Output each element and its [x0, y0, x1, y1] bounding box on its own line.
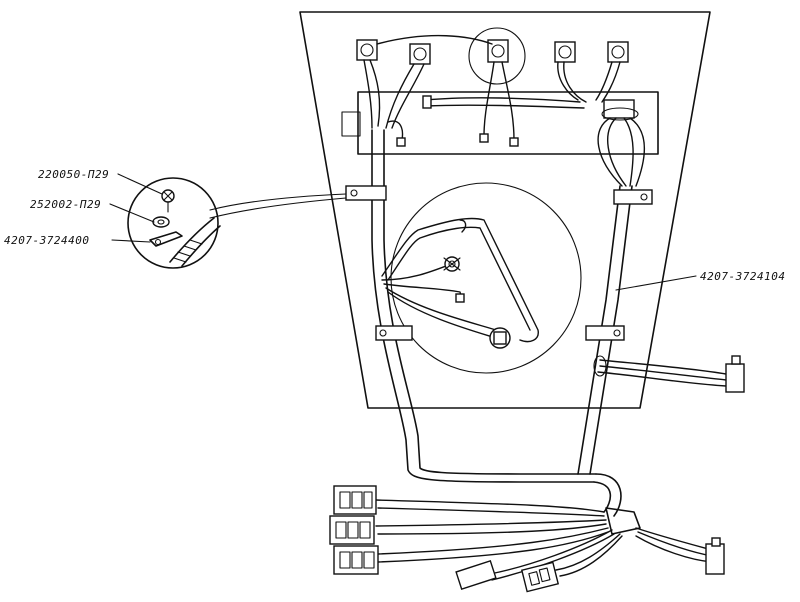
washer-part-label: 252002-П29	[30, 198, 101, 211]
clamp-part-label: 4207-3724400	[4, 234, 89, 247]
leader-lines	[109, 173, 697, 291]
harness-clamp	[375, 325, 413, 341]
bulb-socket	[554, 41, 576, 63]
connector-block	[329, 515, 375, 545]
gauge-wiring	[381, 217, 539, 349]
detail-callout	[127, 177, 347, 269]
connector-block	[333, 545, 379, 575]
screw-part-label: 220050-П29	[38, 168, 109, 181]
harness-part-label: 4207-3724104	[700, 270, 785, 283]
bottom-connectors	[329, 485, 725, 593]
screw-icon	[161, 189, 175, 213]
connector-plug	[455, 559, 497, 591]
harness-clamp	[345, 185, 387, 201]
instrument-panel	[299, 11, 711, 409]
connector-plug	[520, 561, 560, 593]
clamp-icon	[149, 231, 183, 247]
harness-trunk	[371, 129, 633, 517]
bulb-socket	[409, 43, 431, 65]
right-connector	[597, 99, 645, 187]
bulb-socket	[607, 41, 629, 63]
harness-clamp	[585, 325, 625, 341]
bulb-socket	[487, 39, 509, 63]
harness-clamp	[613, 189, 653, 205]
connector-block	[333, 485, 377, 515]
bulb-socket-end	[705, 537, 725, 575]
harness-clamp-group	[345, 185, 653, 341]
side-lamp-branch	[593, 355, 745, 393]
panel-wiring	[363, 34, 621, 147]
bulb-socket-group	[356, 39, 629, 65]
washer-icon	[152, 216, 170, 228]
bulb-socket	[356, 39, 378, 61]
